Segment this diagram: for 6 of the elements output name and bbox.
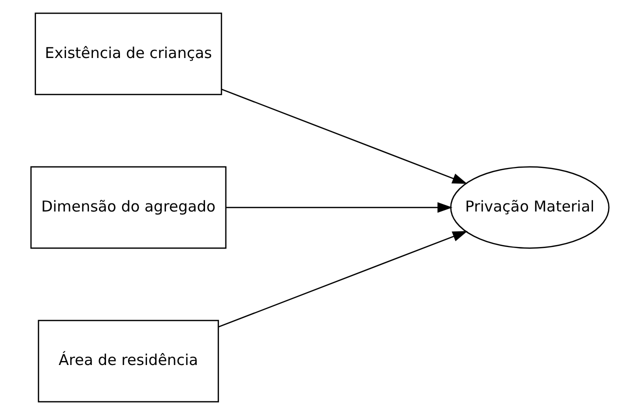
arrow — [218, 230, 468, 328]
arrow — [220, 88, 467, 184]
node-box: Existência de crianças — [34, 12, 222, 96]
node-box: Dimensão do agregado — [30, 166, 226, 249]
arrow — [226, 202, 452, 213]
node-box: Área de residência — [37, 320, 218, 402]
